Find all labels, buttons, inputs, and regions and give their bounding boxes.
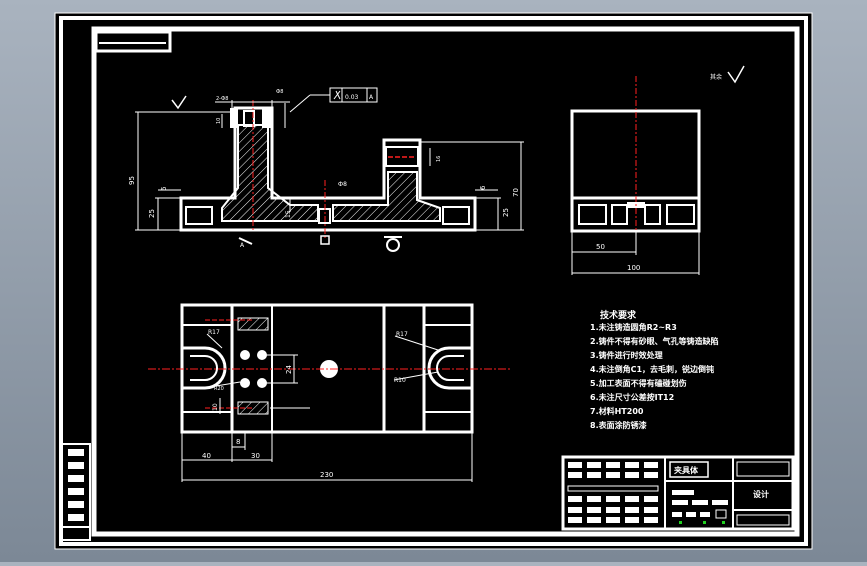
school-name: 设计 xyxy=(753,489,769,499)
dim-6-right: 6 xyxy=(479,185,487,190)
top-view: R17 R17 R10 R20 24 10 8 40 30 230 xyxy=(148,303,510,482)
label-r10: R10 xyxy=(394,377,406,384)
side-view: 50 100 xyxy=(570,76,701,275)
label-r17-left: R17 xyxy=(208,329,220,336)
center-hole xyxy=(320,360,338,378)
tech-requirements: 技术要求 1.未注铸造圆角R2~R3 2.铸件不得有砂眼、气孔等铸造缺陷 3.铸… xyxy=(590,309,719,430)
dim-15: 15 xyxy=(285,210,292,218)
tech-requirement-4: 4.未注倒角C1，去毛刺，锐边倒钝 xyxy=(590,364,714,374)
label-r20: R20 xyxy=(214,386,224,392)
dim-70: 70 xyxy=(512,188,520,197)
tolerance-value: 0.03 xyxy=(345,94,359,101)
tech-requirement-7: 7.材料HT200 xyxy=(590,406,644,416)
front-view-section-hatch xyxy=(221,124,319,222)
dim-8: 8 xyxy=(236,438,240,446)
inner-frame xyxy=(91,26,800,537)
dim-center: Ф8 xyxy=(338,181,347,188)
dim-small-2: 16 xyxy=(436,156,442,162)
dim-25-left: 25 xyxy=(148,209,156,218)
tech-requirement-3: 3.铸件进行时效处理 xyxy=(590,350,663,360)
dim-small-1: 10 xyxy=(216,118,222,124)
dim-25-right: 25 xyxy=(502,208,510,217)
dim-95: 95 xyxy=(128,176,136,185)
title-block-grid xyxy=(567,461,790,526)
front-view: 95 25 6 6 25 70 2-Ф8 Ф8 Ф8 15 10 16 0.03… xyxy=(128,87,524,252)
tech-requirement-6: 6.未注尺寸公差按IT12 xyxy=(590,392,674,402)
dim-40: 40 xyxy=(202,452,211,460)
label-r17-right: R17 xyxy=(396,331,408,338)
dim-100: 100 xyxy=(627,264,640,272)
roughness-other-label: 其余 xyxy=(710,73,722,81)
front-view-section-hatch-right xyxy=(332,171,441,222)
dim-6-left: 6 xyxy=(160,186,168,191)
title-block: 夹具体 设计 xyxy=(561,455,795,531)
drawing-sheet xyxy=(54,12,813,550)
tech-requirements-title: 技术要求 xyxy=(600,309,637,321)
dim-24: 24 xyxy=(285,365,293,374)
dim-50: 50 xyxy=(596,243,605,251)
tech-requirement-2: 2.铸件不得有砂眼、气孔等铸造缺陷 xyxy=(590,336,719,346)
part-name: 夹具体 xyxy=(674,465,699,475)
dim-top-left: 2-Ф8 xyxy=(216,96,228,102)
tech-requirement-1: 1.未注铸造圆角R2~R3 xyxy=(590,322,677,332)
drawing-code-box xyxy=(94,30,172,53)
roughness-symbol-other: 其余 xyxy=(710,65,745,84)
title-block-name-box: 夹具体 xyxy=(669,461,709,478)
binding-strip xyxy=(61,443,91,541)
dim-230: 230 xyxy=(320,471,333,479)
tolerance-frame: 0.03 A xyxy=(289,87,378,113)
dim-30: 30 xyxy=(251,452,260,460)
tolerance-datum: A xyxy=(369,94,374,101)
tech-requirement-8: 8.表面涂防锈漆 xyxy=(590,420,647,430)
outer-frame xyxy=(59,16,808,546)
dim-10: 10 xyxy=(212,403,219,411)
tech-requirement-5: 5.加工表面不得有磕碰划伤 xyxy=(590,378,687,388)
dim-top-mid: Ф8 xyxy=(276,89,284,95)
roughness-symbol-left xyxy=(171,95,187,110)
datum-a: A xyxy=(240,242,245,249)
